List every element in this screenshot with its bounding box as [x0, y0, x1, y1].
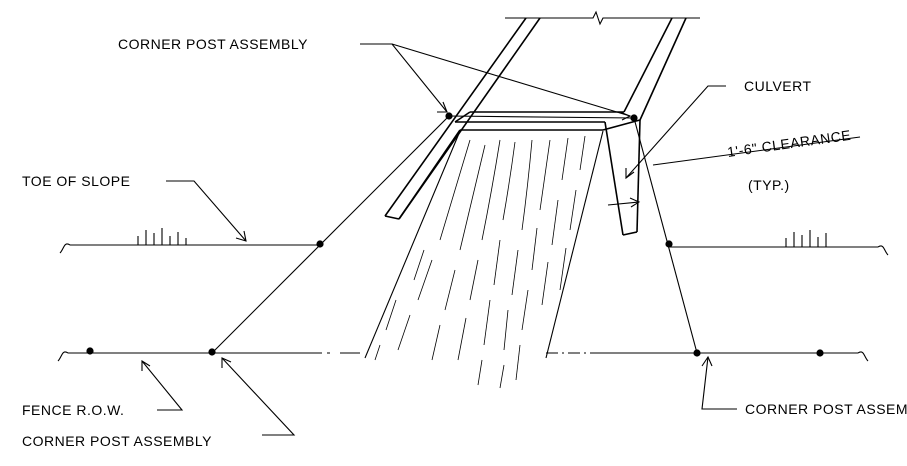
post-dot: [86, 347, 94, 355]
channel-flow-hatch: [364, 130, 604, 389]
leader-lines: [141, 43, 861, 436]
label-clearance: 1'-6" CLEARANCE: [726, 127, 852, 160]
post-dot: [208, 348, 216, 356]
fence-row-line: [57, 351, 869, 362]
label-typ: (TYP.): [748, 177, 790, 193]
post-dot: [693, 349, 701, 357]
post-dot: [816, 349, 824, 357]
label-toe-of-slope: TOE OF SLOPE: [22, 173, 130, 189]
culvert-channel: [384, 10, 700, 236]
post-dot: [445, 112, 453, 120]
label-culvert: CULVERT: [744, 78, 812, 94]
toe-of-slope-lines: [59, 228, 889, 256]
label-corner-post-top: CORNER POST ASSEMBLY: [118, 36, 308, 52]
label-corner-post-bottom-right: CORNER POST ASSEMBLY: [745, 401, 907, 417]
corner-posts: [86, 112, 824, 357]
post-dot: [316, 240, 324, 248]
label-fence-row: FENCE R.O.W.: [22, 402, 124, 418]
label-corner-post-bottom-left: CORNER POST ASSEMBLY: [22, 433, 212, 449]
post-dot: [630, 114, 638, 122]
post-dot: [665, 240, 673, 248]
